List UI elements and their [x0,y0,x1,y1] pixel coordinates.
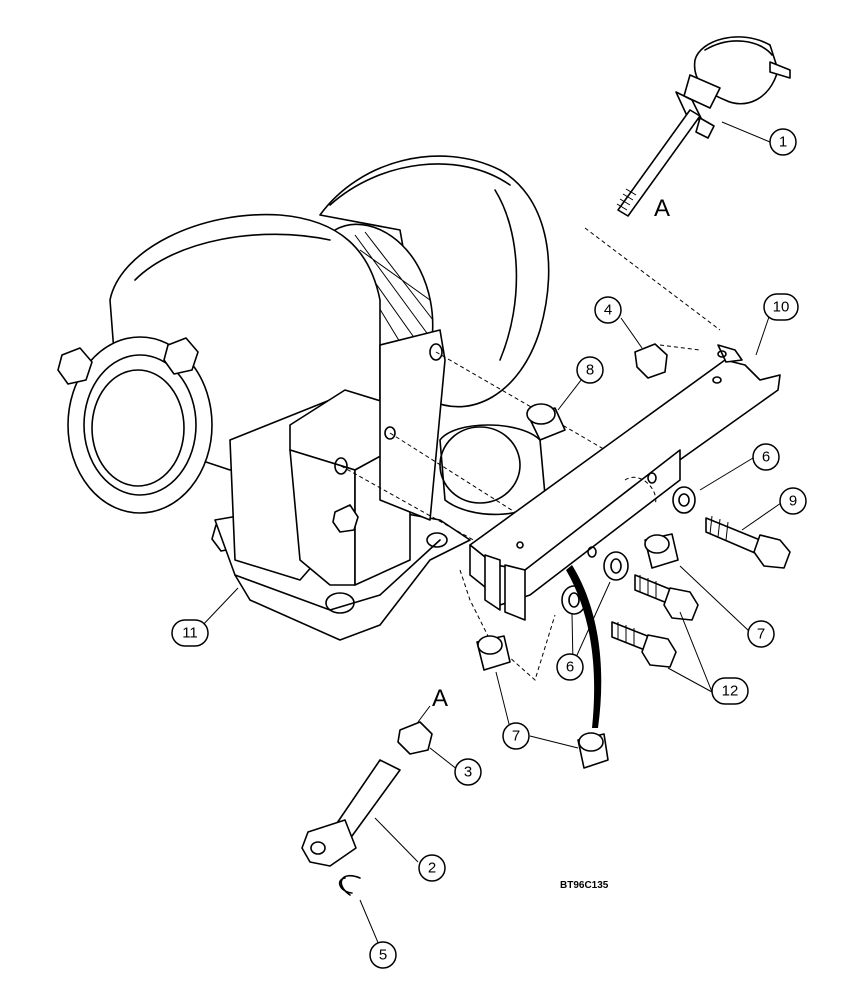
callout-9: 9 [779,487,807,515]
jam-nut-3 [397,721,433,755]
bolt-9 [705,515,791,569]
svg-text:4: 4 [604,302,612,319]
svg-text:7: 7 [757,626,765,643]
callout-7-right: 7 [747,620,775,648]
callout-3: 3 [454,758,482,786]
bolt-12-lower [611,621,677,668]
callout-4: 4 [594,296,622,324]
callout-6-lower: 6 [556,653,584,681]
svg-text:6: 6 [566,659,574,676]
view-letter-a-upper: A [654,195,670,222]
svg-text:6: 6 [762,449,770,466]
mounting-bracket [459,344,781,681]
svg-text:7: 7 [512,728,520,745]
svg-text:10: 10 [773,299,790,316]
callout-11: 11 [171,619,209,647]
callout-1: 1 [769,128,797,156]
callout-2: 2 [418,854,446,882]
spacer-7-left [476,635,511,671]
washer-6-upper [672,486,696,514]
callout-8: 8 [576,356,604,384]
svg-text:3: 3 [464,764,472,781]
view-letter-a-lower: A [432,685,448,712]
svg-text:8: 8 [586,362,594,379]
svg-text:12: 12 [722,683,739,700]
callout-5: 5 [369,941,397,969]
bolt-12-upper [634,574,699,621]
retaining-clip-5 [338,875,361,896]
rod-end-clevis [301,759,401,867]
spacer-8 [526,403,566,441]
callout-6-right: 6 [752,443,780,471]
leader-lines [199,121,782,953]
callout-10: 10 [763,293,799,321]
figure-code: BT96C135 [560,880,609,891]
turbocharger [57,155,550,641]
spacer-7-bottom [577,732,609,769]
svg-text:11: 11 [182,625,198,642]
svg-text:1: 1 [779,134,787,151]
wastegate-actuator [616,36,791,217]
svg-text:9: 9 [789,493,797,510]
curved-arrow [566,565,602,728]
nut-4 [634,343,668,379]
callout-12: 12 [711,677,749,705]
callout-7-lower-left: 7 [502,722,530,750]
spacer-7-right [644,533,679,569]
svg-text:2: 2 [428,860,436,877]
svg-text:5: 5 [379,947,387,964]
